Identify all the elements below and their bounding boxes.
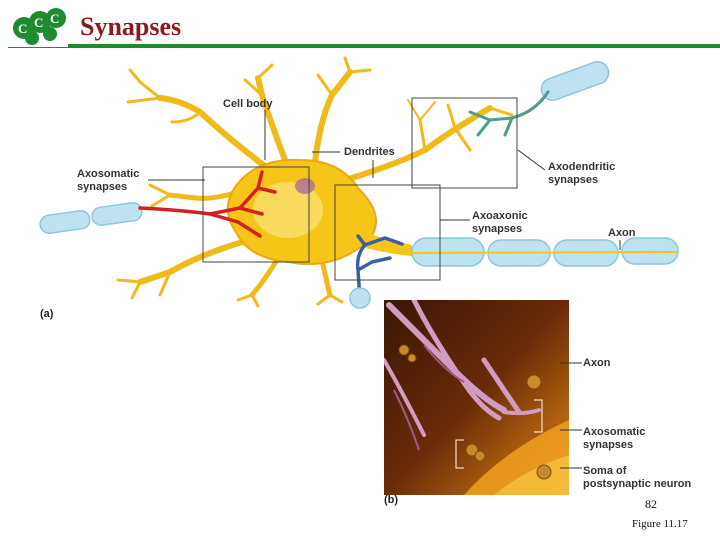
axoaxonic-axon bbox=[349, 287, 371, 309]
figure-reference: Figure 11.17 bbox=[632, 518, 688, 530]
axosomatic-axon bbox=[39, 202, 143, 234]
neuron-dendrites bbox=[116, 56, 514, 308]
label-axon-b: Axon bbox=[583, 357, 611, 369]
label-axon-a: Axon bbox=[608, 227, 636, 239]
cell-body-highlight bbox=[253, 182, 323, 238]
label-axoaxonic-line1: Axoaxonic bbox=[472, 210, 528, 222]
panel-label-b: (b) bbox=[384, 494, 399, 506]
title-rule-thin bbox=[8, 47, 720, 48]
label-axosomatic-b-line1: Axosomatic bbox=[583, 426, 646, 438]
label-axosomatic-line1: Axosomatic bbox=[77, 168, 140, 180]
label-axodendritic-line2: synapses bbox=[548, 174, 599, 186]
label-soma-line1: Soma of bbox=[583, 465, 627, 477]
title-rule bbox=[68, 44, 720, 47]
axodendritic-axon bbox=[540, 61, 610, 101]
axosomatic-terminal bbox=[138, 170, 277, 238]
page-title: Synapses bbox=[80, 12, 182, 41]
highlight-boxes bbox=[202, 97, 518, 281]
label-axosomatic-line2: synapses bbox=[77, 181, 128, 193]
axoaxonic-terminal bbox=[355, 234, 404, 302]
label-axoaxonic-line2: synapses bbox=[472, 223, 523, 235]
label-soma-line2: postsynaptic neuron bbox=[583, 478, 692, 490]
figure-b-leader-lines bbox=[560, 362, 582, 469]
svg-text:C: C bbox=[18, 21, 27, 36]
label-axodendritic-line1: Axodendritic bbox=[548, 161, 616, 173]
leader-lines bbox=[148, 110, 621, 250]
micrograph-image bbox=[384, 300, 569, 495]
axodendritic-terminal bbox=[468, 90, 550, 137]
panel-label-a: (a) bbox=[40, 308, 54, 320]
svg-text:C: C bbox=[50, 11, 59, 26]
nucleus bbox=[295, 178, 315, 194]
page-number: 82 bbox=[645, 497, 657, 511]
label-axosomatic-b-line2: synapses bbox=[583, 439, 634, 451]
label-cell-body: Cell body bbox=[223, 98, 273, 110]
svg-text:C: C bbox=[34, 15, 43, 30]
axon-hillock bbox=[358, 232, 412, 256]
neuron-diagram bbox=[39, 56, 679, 309]
axon-core bbox=[411, 251, 679, 254]
label-dendrites: Dendrites bbox=[344, 146, 395, 158]
